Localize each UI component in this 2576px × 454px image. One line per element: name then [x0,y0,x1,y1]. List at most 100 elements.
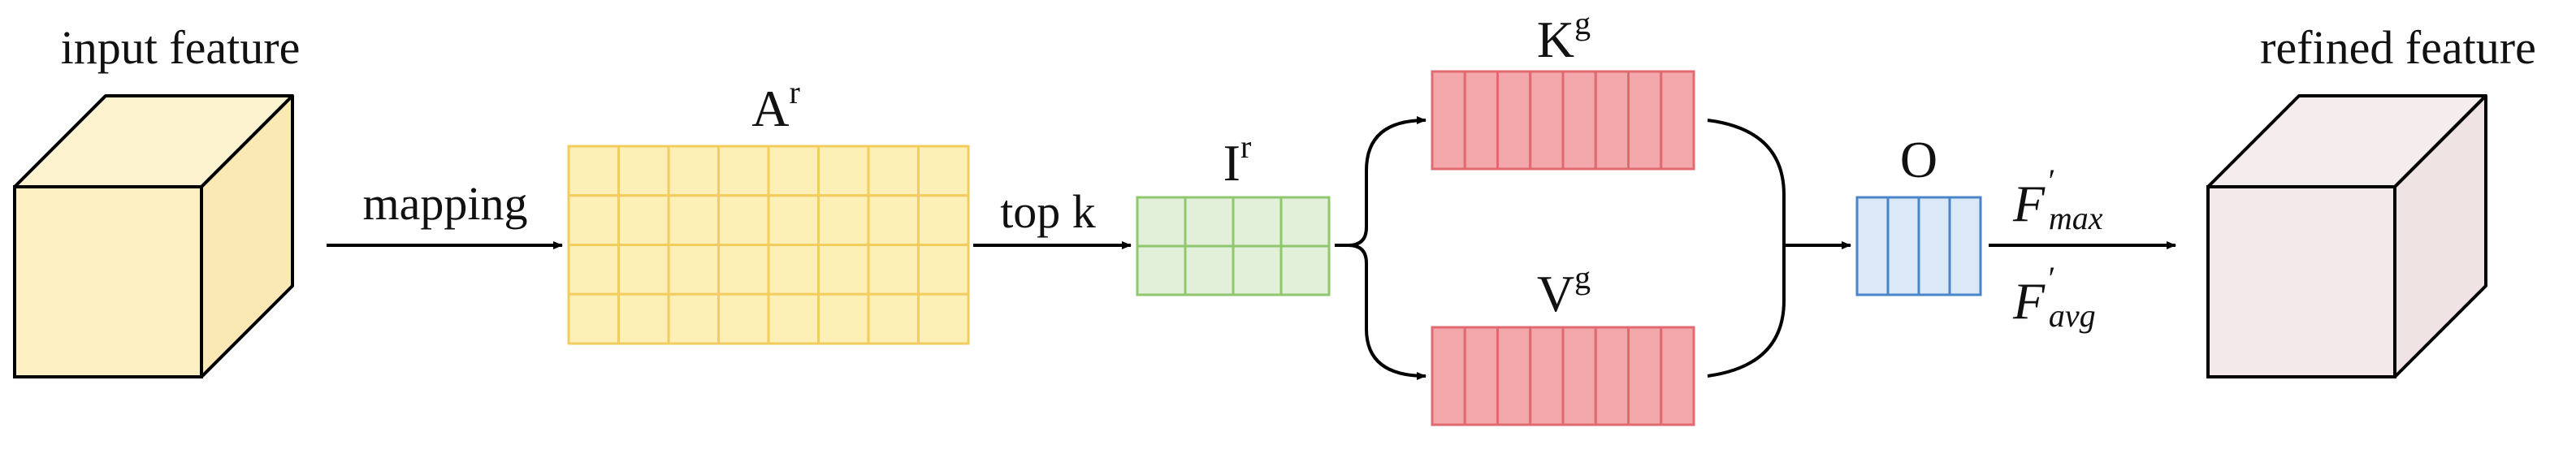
grid-cell-a [867,292,920,345]
f-max-label: F [2012,175,2046,232]
grid-cell-a [917,244,970,296]
grid-cell-a [767,145,820,197]
grid-cell-v [1561,326,1597,426]
grid-cell-a [567,244,620,296]
svg-text:Ar: Ar [751,74,800,137]
grid-cell-a [667,292,720,345]
grid-cell-a [867,145,920,197]
grid-cell-v [1627,326,1663,426]
input-feature-label: input feature [61,21,301,74]
grid-cell-a [867,194,920,246]
grid-cell-o [1917,196,1951,296]
branch-arrow-to-v [1335,244,1427,380]
value-vector-v [1431,326,1695,426]
v-label: V [1537,265,1574,322]
grid-cell-a [717,292,770,345]
merge-line-from-v [1707,245,1786,378]
grid-cell-i [1136,196,1187,248]
grid-cell-k [1463,70,1499,171]
svg-text:Kg: Kg [1537,5,1591,68]
svg-text:F′max: F′max [2012,162,2103,236]
refined-feature-cube [2206,94,2487,378]
f-avg-subscript: avg [2049,297,2096,334]
input-cube-front [13,185,203,378]
i-superscript: r [1240,128,1251,165]
refined-feature-label: refined feature [2260,21,2536,74]
refined-cube-front [2206,185,2396,378]
mapping-label: mapping [363,177,528,230]
k-superscript: g [1574,5,1591,41]
grid-cell-a [667,194,720,246]
grid-cell-a [567,292,620,345]
grid-cell-k [1660,70,1695,171]
grid-cell-a [617,244,670,296]
i-label: I [1223,134,1240,192]
v-superscript: g [1574,259,1591,296]
grid-cell-i [1279,244,1331,296]
f-avg-prime: ′ [2046,260,2054,296]
grid-cell-a [567,145,620,197]
grid-cell-v [1594,326,1630,426]
grid-cell-a [717,244,770,296]
grid-cell-a [717,145,770,197]
grid-cell-o [1886,196,1920,296]
grid-cell-k [1627,70,1663,171]
grid-cell-a [667,145,720,197]
grid-cell-k [1561,70,1597,171]
grid-cell-v [1660,326,1695,426]
key-vector-k [1431,70,1695,171]
grid-cell-v [1529,326,1565,426]
grid-cell-k [1431,70,1466,171]
a-superscript: r [789,74,799,110]
grid-cell-a [817,145,870,197]
grid-cell-a [917,145,970,197]
grid-cell-i [1136,244,1187,296]
grid-cell-a [617,145,670,197]
grid-cell-a [767,292,820,345]
grid-cell-v [1496,326,1532,426]
grid-cell-i [1232,244,1283,296]
grid-cell-i [1232,196,1283,248]
index-matrix-i [1136,196,1331,296]
grid-cell-a [617,292,670,345]
grid-cell-a [817,194,870,246]
grid-cell-a [917,194,970,246]
f-avg-label: F [2012,272,2046,330]
branch-arrow-to-k [1335,116,1427,247]
grid-cell-k [1594,70,1630,171]
grid-cell-v [1431,326,1466,426]
grid-cell-a [717,194,770,246]
o-label: O [1900,131,1937,188]
grid-cell-i [1184,244,1235,296]
a-label: A [751,80,789,137]
grid-cell-k [1496,70,1532,171]
svg-text:Vg: Vg [1537,259,1591,322]
top-k-label: top k [1000,185,1096,238]
merge-line-from-k [1707,119,1786,245]
svg-text:Ir: Ir [1223,128,1252,192]
svg-text:F′avg: F′avg [2012,260,2096,334]
f-max-prime: ′ [2046,162,2054,199]
grid-cell-a [817,292,870,345]
grid-cell-k [1529,70,1565,171]
output-vector-o [1855,196,1982,296]
grid-cell-a [567,194,620,246]
k-label: K [1537,11,1574,68]
grid-cell-o [1855,196,1890,296]
f-max-subscript: max [2049,200,2103,236]
grid-cell-a [767,244,820,296]
grid-cell-i [1279,196,1331,248]
grid-cell-v [1463,326,1499,426]
grid-cell-a [767,194,820,246]
grid-cell-i [1184,196,1235,248]
grid-cell-a [667,244,720,296]
input-feature-cube [13,94,294,378]
grid-cell-a [817,244,870,296]
attention-matrix-a [567,145,970,345]
grid-cell-a [617,194,670,246]
grid-cell-o [1948,196,1982,296]
grid-cell-a [867,244,920,296]
grid-cell-a [917,292,970,345]
